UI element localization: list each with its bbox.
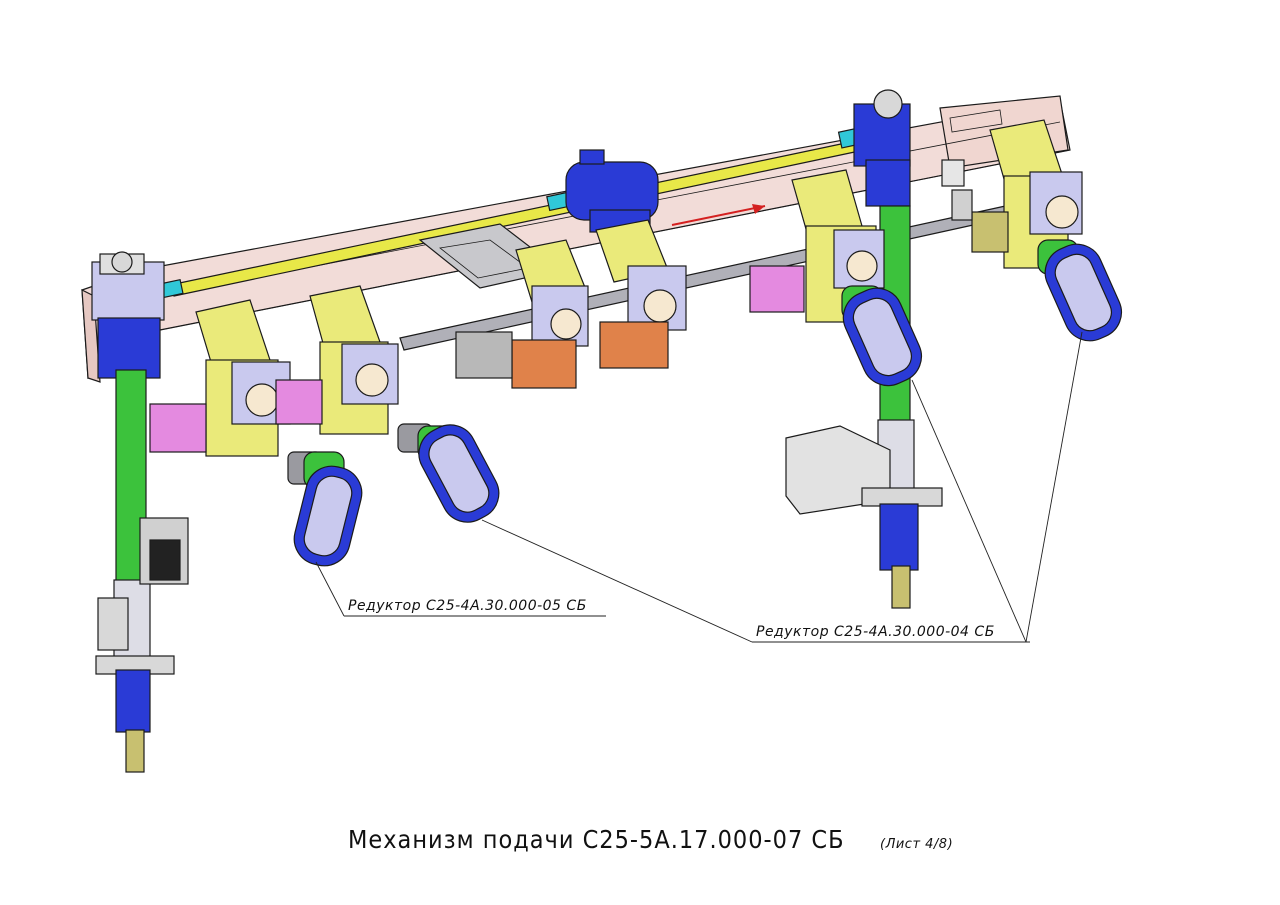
reducer-04-b (841, 285, 923, 387)
sheet-number: (Лист 4/8) (880, 837, 953, 852)
callout-04-leader (481, 331, 1083, 643)
gear-unit-3 (455, 239, 589, 389)
gear-unit-2 (275, 285, 399, 435)
gear-unit-4 (595, 219, 687, 369)
callout-04-label: Редуктор С25-4А.30.000-04 СБ (756, 624, 995, 640)
callout-05-leader (315, 561, 606, 617)
reducer-05 (287, 451, 363, 567)
left-column (91, 251, 189, 773)
drawing-title: Механизм подачи С25-5А.17.000-07 СБ (348, 825, 845, 854)
reducer-04-c (1037, 239, 1123, 342)
gear-unit-1 (149, 299, 291, 457)
direction-arrow (671, 204, 766, 226)
drive-motor (565, 149, 659, 233)
callout-05-label: Редуктор С25-4А.30.000-05 СБ (348, 598, 587, 614)
limit-bracket (941, 159, 973, 221)
reducer-04-a (397, 423, 500, 523)
right-column (785, 89, 943, 609)
gear-unit-6 (971, 119, 1083, 269)
